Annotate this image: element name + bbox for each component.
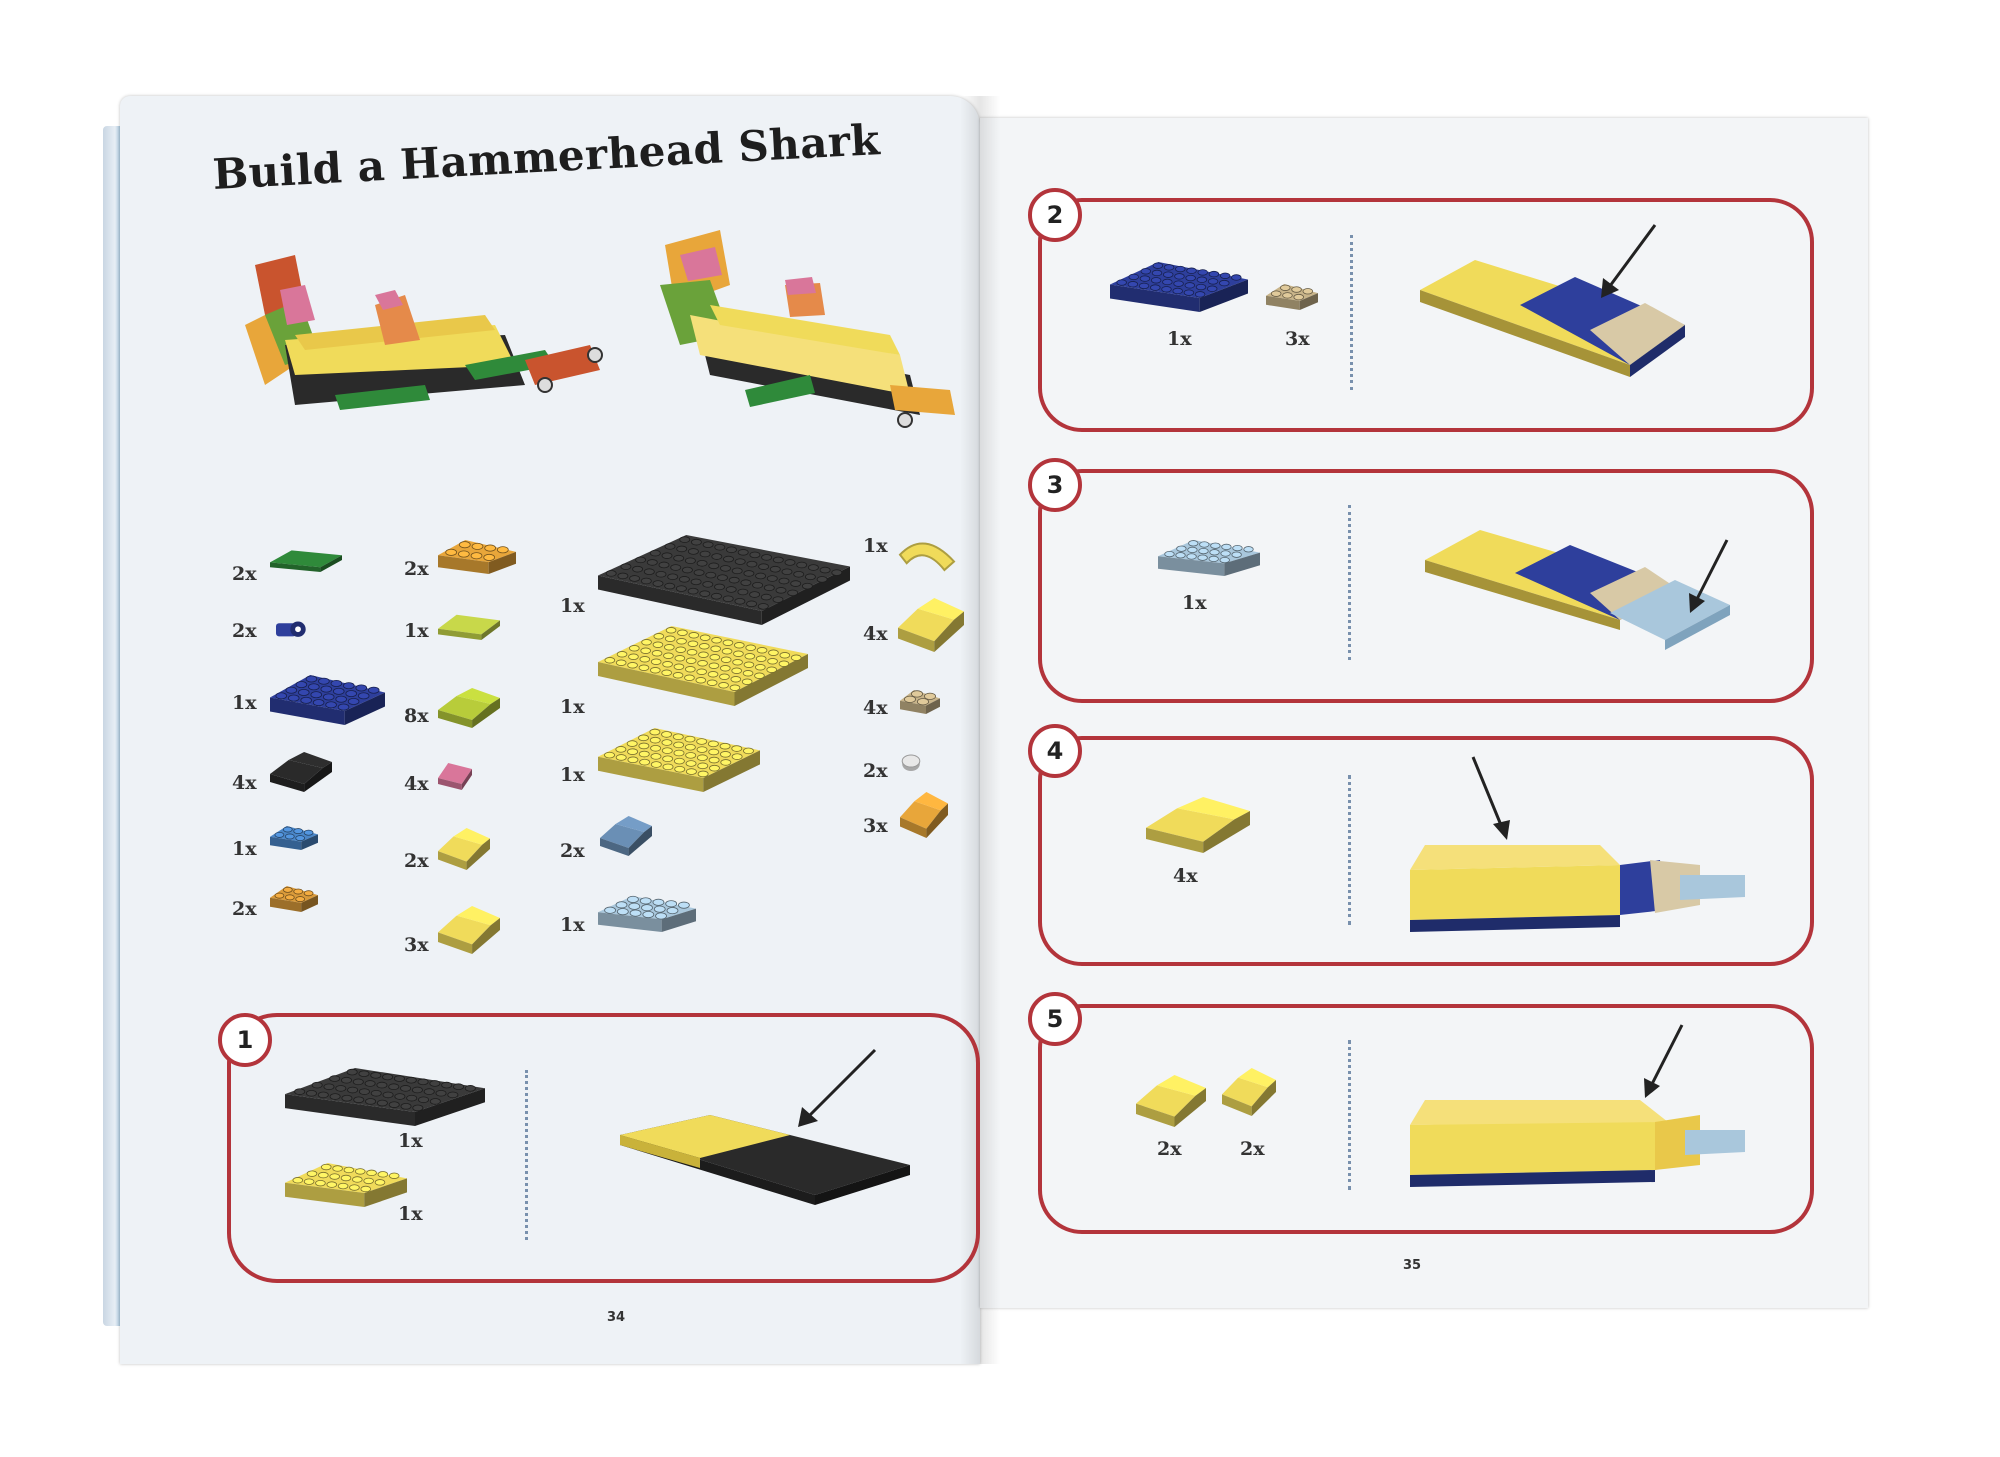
parts-list-item-qty: 1x — [404, 620, 429, 642]
parts-list-item-qty: 3x — [863, 815, 888, 837]
step-1-divider — [525, 1070, 528, 1240]
orange-small-plate-brick-icon — [270, 886, 318, 912]
light-blue-plate-brick-icon — [598, 895, 696, 932]
parts-list-item-qty: 2x — [404, 558, 429, 580]
step-4-divider — [1348, 775, 1351, 925]
step-2-assembly-image — [1420, 260, 1685, 377]
green-tile-brick-icon — [270, 550, 342, 572]
parts-list-item-qty: 4x — [404, 773, 429, 795]
white-round-stud-brick-icon — [901, 754, 921, 771]
parts-list-item-qty: 2x — [560, 840, 585, 862]
step-4-assembly-image — [1410, 845, 1745, 932]
yellow-curved-slope-brick-icon — [1146, 797, 1250, 853]
step-5-box — [1038, 1004, 1814, 1234]
blue-small-plate-brick-icon — [270, 826, 318, 850]
yellow-plate-brick-icon — [598, 728, 760, 792]
parts-list-item-qty: 1x — [560, 764, 585, 786]
lime-slope-brick-icon — [438, 688, 500, 728]
book-gutter — [960, 96, 1000, 1364]
yellow-slope-brick-icon — [1136, 1075, 1206, 1127]
black-large-plate-brick-icon — [285, 1068, 485, 1126]
hammerhead-shark-model-image-right — [660, 230, 955, 428]
hammerhead-shark-model-image-left — [245, 255, 603, 410]
step-4-number-badge: 4 — [1028, 724, 1082, 778]
yellow-wedge-brick-icon — [1222, 1068, 1276, 1116]
pink-tile-brick-icon — [438, 763, 472, 790]
parts-list-item-qty: 8x — [404, 705, 429, 727]
step-4-arrow-icon — [1471, 756, 1510, 840]
yellow-curved-slope-brick-icon — [898, 598, 964, 652]
parts-list-item-qty: 3x — [404, 934, 429, 956]
right-page-number: 35 — [1403, 1258, 1422, 1273]
blue-gray-slope-brick-icon — [600, 816, 652, 856]
step-2-divider — [1350, 235, 1353, 390]
parts-list-item-qty: 1x — [560, 914, 585, 936]
parts-list-item-qty: 2x — [863, 760, 888, 782]
black-large-plate-brick-icon — [598, 535, 850, 625]
tan-small-plate-brick-icon — [1266, 284, 1318, 310]
light-blue-plate-brick-icon — [1158, 540, 1260, 576]
step-2-arrow-icon — [1601, 224, 1657, 298]
parts-list-item-qty: 1x — [560, 595, 585, 617]
parts-list-item-qty: 4x — [863, 697, 888, 719]
yellow-arch-brick-icon — [898, 542, 956, 572]
step-5-arrow-icon — [1644, 1024, 1684, 1098]
step-4-box — [1038, 736, 1814, 966]
blue-plate-brick-icon — [1110, 262, 1248, 312]
step-3-box — [1038, 469, 1814, 703]
parts-list-item-qty: 4x — [232, 772, 257, 794]
tan-small-plate-brick-icon — [900, 690, 940, 714]
lime-tile-brick-icon — [438, 614, 500, 640]
yellow-long-plate-brick-icon — [598, 626, 808, 706]
step-1-number-badge: 1 — [218, 1013, 272, 1067]
step-1-arrow-icon — [798, 1048, 877, 1127]
yellow-wedge-brick-icon — [438, 906, 500, 954]
step-3-divider — [1348, 505, 1351, 660]
step-1-box — [227, 1013, 980, 1283]
step-1-part-qty: 1x — [398, 1130, 423, 1152]
blue-clip-brick-icon — [276, 621, 306, 637]
parts-list-item-qty: 1x — [863, 535, 888, 557]
step-2-number-badge: 2 — [1028, 188, 1082, 242]
step-5-part-qty: 2x — [1240, 1138, 1265, 1160]
step-5-assembly-image — [1410, 1100, 1745, 1187]
step-3-number-badge: 3 — [1028, 458, 1082, 512]
step-5-part-qty: 2x — [1157, 1138, 1182, 1160]
yellow-plate-brick-icon — [285, 1163, 407, 1207]
parts-list-item-qty: 4x — [863, 623, 888, 645]
step-1-assembly-image — [620, 1115, 910, 1205]
step-3-part-qty: 1x — [1182, 592, 1207, 614]
parts-list-item-qty: 1x — [232, 692, 257, 714]
step-5-divider — [1348, 1040, 1351, 1190]
orange-slope-brick-icon — [900, 792, 948, 838]
step-2-box — [1038, 198, 1814, 432]
parts-list-item-qty: 2x — [232, 898, 257, 920]
parts-list-item-qty: 2x — [232, 563, 257, 585]
step-2-part-qty: 3x — [1285, 328, 1310, 350]
black-slope-brick-icon — [270, 752, 332, 792]
yellow-slope-brick-icon — [438, 828, 490, 870]
step-1-part-qty: 1x — [398, 1203, 423, 1225]
left-page-number: 34 — [607, 1310, 626, 1325]
step-4-part-qty: 4x — [1173, 865, 1198, 887]
blue-plate-brick-icon — [270, 675, 385, 725]
parts-list-item-qty: 2x — [232, 620, 257, 642]
step-5-number-badge: 5 — [1028, 992, 1082, 1046]
parts-list-item-qty: 2x — [404, 850, 429, 872]
parts-list-item-qty: 1x — [232, 838, 257, 860]
step-3-arrow-icon — [1689, 539, 1729, 613]
parts-list-item-qty: 1x — [560, 696, 585, 718]
step-2-part-qty: 1x — [1167, 328, 1192, 350]
orange-plate-brick-icon — [438, 540, 516, 574]
